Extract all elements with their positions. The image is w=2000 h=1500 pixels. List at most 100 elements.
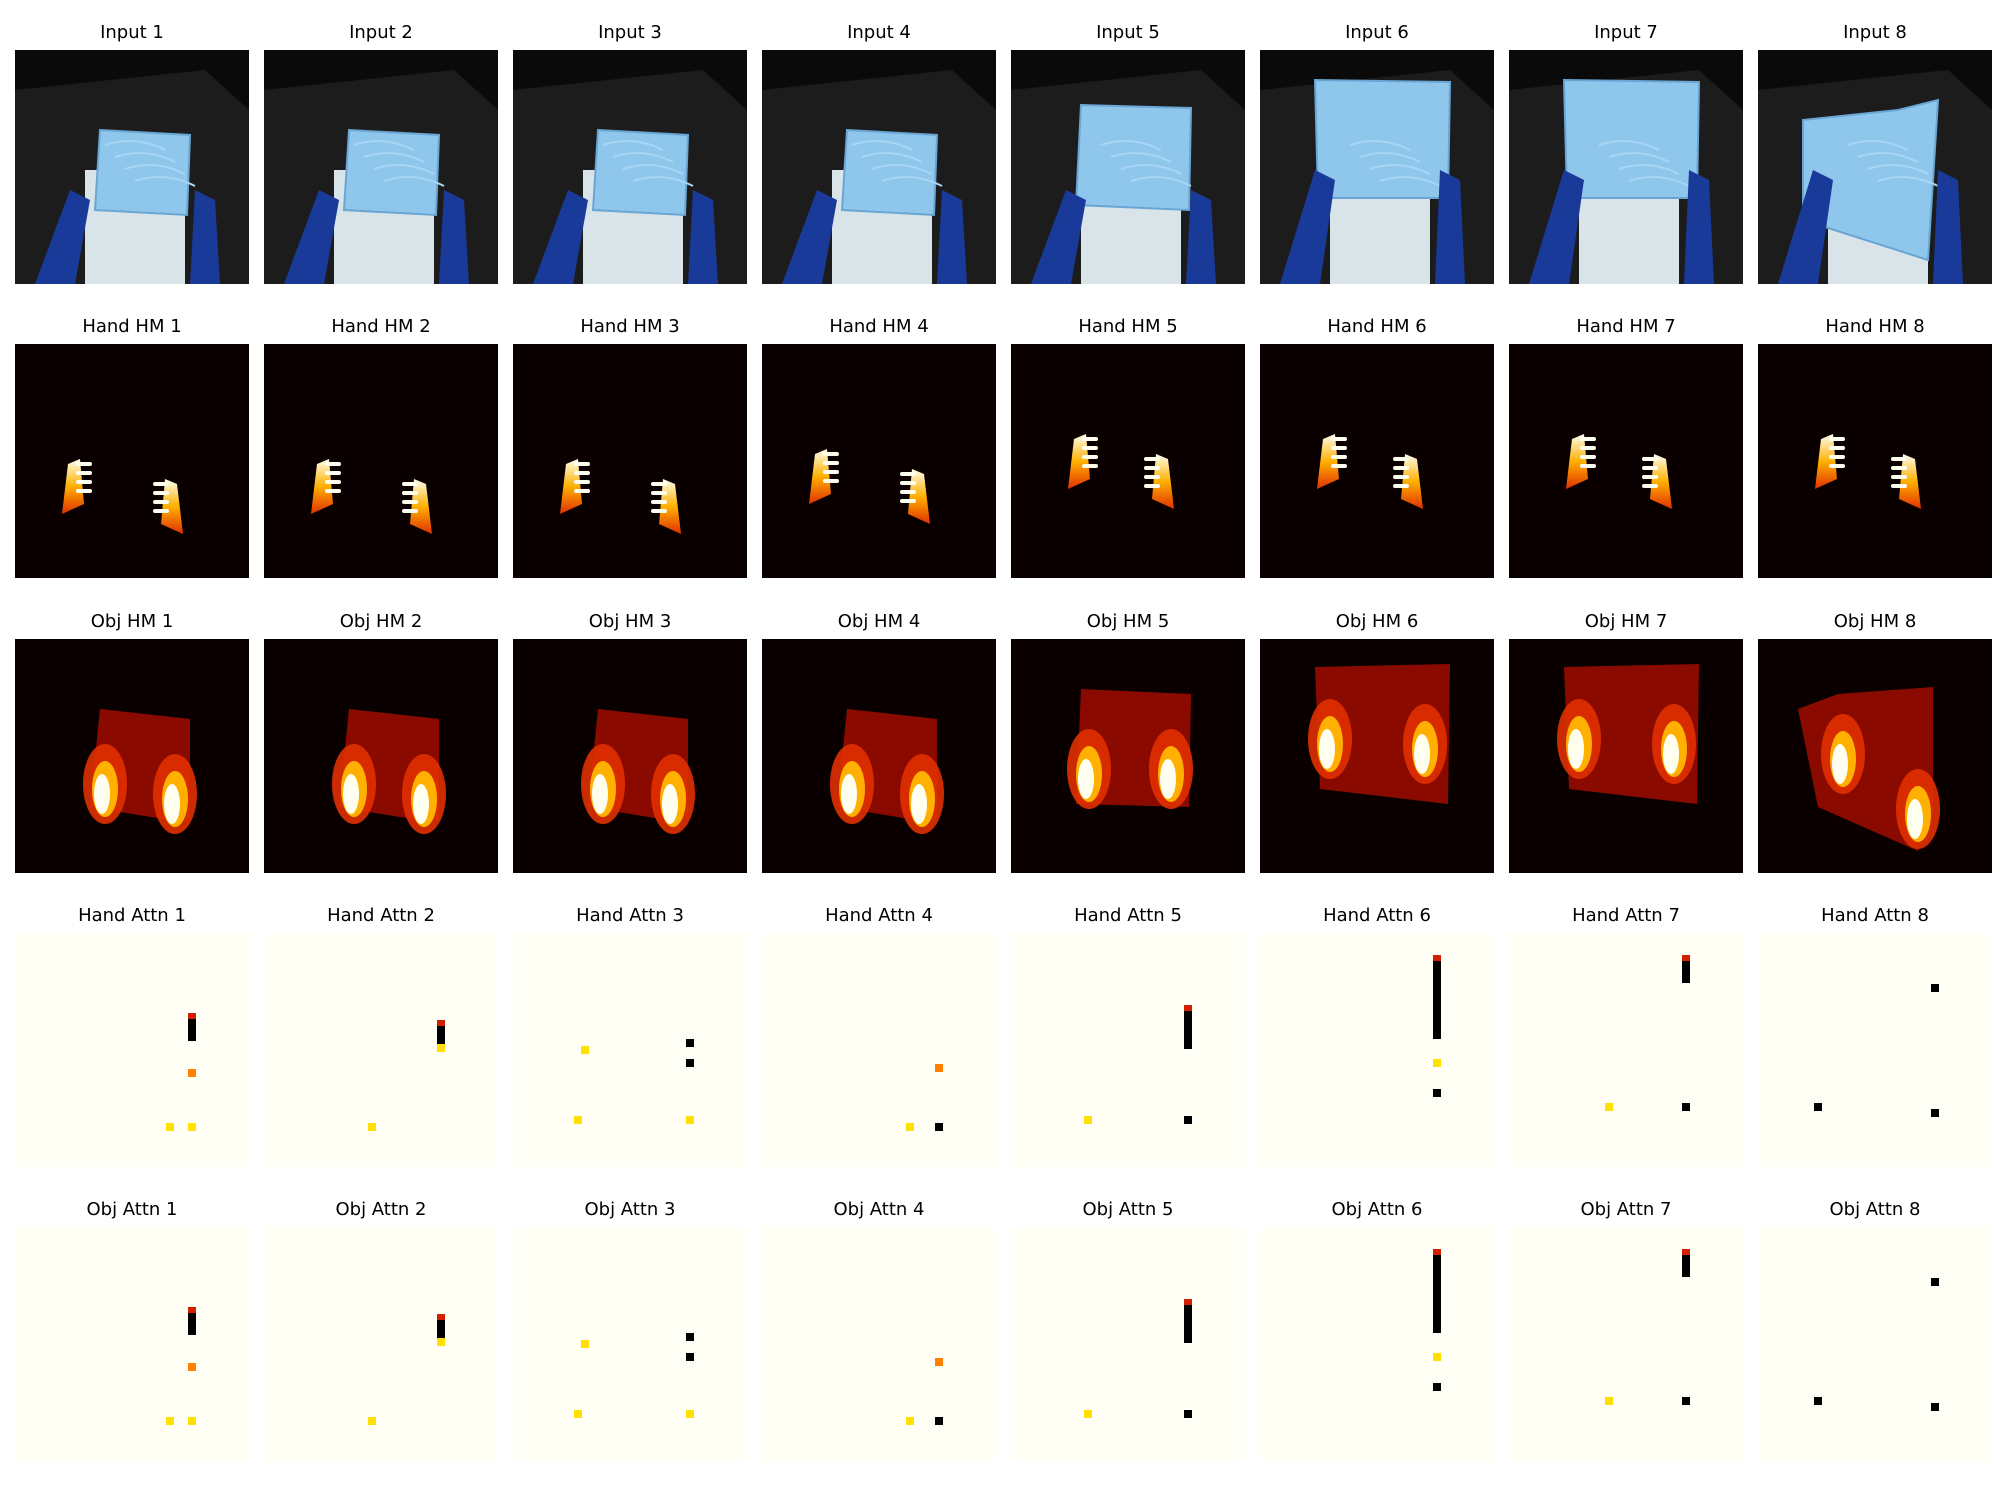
contact-heat-core (94, 774, 110, 814)
right-hand-heat (1144, 454, 1174, 509)
right-glove (937, 190, 967, 284)
panel-title: Hand HM 1 (82, 316, 182, 337)
wood-grain (871, 164, 933, 175)
panel-image (762, 344, 996, 578)
attention-cell (1433, 1383, 1441, 1391)
attention-cell (1814, 1397, 1822, 1405)
panel-image (1260, 344, 1494, 578)
attention-background (1011, 1227, 1245, 1461)
attention-cell (1184, 1303, 1192, 1343)
panel-image (1011, 50, 1245, 284)
wooden-box (1074, 103, 1193, 212)
panel-title: Input 7 (1594, 22, 1658, 43)
panel-title: Obj Attn 8 (1829, 1199, 1921, 1220)
panel-title: Hand Attn 2 (327, 905, 435, 926)
left-hand-heat (1815, 434, 1845, 489)
right-glove (1435, 170, 1465, 284)
panel-image (1260, 933, 1494, 1167)
panel-image (762, 933, 996, 1167)
panel-title: Hand Attn 7 (1572, 905, 1680, 926)
attention-cell (1931, 1403, 1939, 1411)
contact-heat-core (1663, 734, 1679, 774)
left-glove (1031, 190, 1086, 284)
left-glove (1280, 170, 1335, 284)
wood-grain (1349, 140, 1411, 151)
attention-background (1758, 933, 1992, 1167)
panel-title: Input 5 (1096, 22, 1160, 43)
panel-title: Obj Attn 3 (584, 1199, 676, 1220)
heatmap-background (1011, 344, 1245, 578)
left-hand-heat (1566, 434, 1596, 489)
panel-title: Obj Attn 1 (86, 1199, 178, 1220)
attention-background (264, 1227, 498, 1461)
attention-background (1011, 933, 1245, 1167)
right-hand-heat (651, 479, 681, 534)
panel-title: Hand HM 5 (1078, 316, 1178, 337)
contact-heat-core (1078, 759, 1094, 799)
wood-grain (1867, 164, 1929, 175)
attention-cell (1433, 955, 1441, 961)
attention-cell (188, 1363, 196, 1371)
panel-title: Obj Attn 7 (1580, 1199, 1672, 1220)
panel-title: Obj HM 5 (1086, 611, 1170, 632)
wood-grain (1379, 176, 1441, 187)
panel-title: Obj Attn 6 (1331, 1199, 1423, 1220)
panel-image (15, 1227, 249, 1461)
wood-grain (1120, 164, 1182, 175)
attention-cell (1084, 1116, 1092, 1124)
panel-image (1758, 1227, 1992, 1461)
attention-cell (437, 1318, 445, 1342)
right-hand-heat (1891, 454, 1921, 509)
panel-title: Obj Attn 5 (1082, 1199, 1174, 1220)
panel-title: Obj HM 3 (588, 611, 672, 632)
attention-cell (1682, 1397, 1690, 1405)
attention-cell (1184, 1410, 1192, 1418)
attention-cell (1682, 955, 1690, 961)
attention-cell (1433, 1249, 1441, 1255)
attention-cell (1682, 959, 1690, 983)
panel-title: Hand Attn 8 (1821, 905, 1929, 926)
heatmap-background (1260, 344, 1494, 578)
panel-image (513, 1227, 747, 1461)
panel-image (264, 50, 498, 284)
attention-cell (1682, 1249, 1690, 1255)
wood-grain (1877, 176, 1939, 187)
wood-grain (1369, 164, 1431, 175)
contact-heat-core (841, 774, 857, 814)
attention-cell (166, 1123, 174, 1131)
wood-grain (114, 152, 176, 163)
left-hand-heat (62, 459, 92, 514)
attention-cell (906, 1123, 914, 1131)
attention-cell (368, 1417, 376, 1425)
attention-cell (906, 1417, 914, 1425)
panel-image (513, 933, 747, 1167)
wood-grain (1100, 140, 1162, 151)
contact-heat-core (662, 784, 678, 824)
panel-image (1509, 933, 1743, 1167)
attention-background (1509, 1227, 1743, 1461)
left-hand-heat (1068, 434, 1098, 489)
panel-image (513, 639, 747, 873)
panel-image (15, 639, 249, 873)
left-hand-heat (560, 459, 590, 514)
contact-heat-core (1832, 744, 1848, 784)
attention-cell (935, 1064, 943, 1072)
panel-image (513, 50, 747, 284)
panel-title: Hand HM 3 (580, 316, 680, 337)
panel-image (1260, 1227, 1494, 1461)
panel-title: Obj HM 2 (339, 611, 423, 632)
attention-cell (188, 1417, 196, 1425)
wood-grain (1598, 140, 1660, 151)
attention-background (15, 933, 249, 1167)
panel-title: Hand HM 2 (331, 316, 431, 337)
panel-title: Input 4 (847, 22, 911, 43)
panel-image (1758, 344, 1992, 578)
attention-cell (166, 1417, 174, 1425)
right-glove (1186, 190, 1216, 284)
attention-background (1758, 1227, 1992, 1461)
wooden-box (342, 128, 441, 217)
wood-grain (1847, 140, 1909, 151)
right-glove (688, 190, 718, 284)
wood-grain (1110, 152, 1172, 163)
